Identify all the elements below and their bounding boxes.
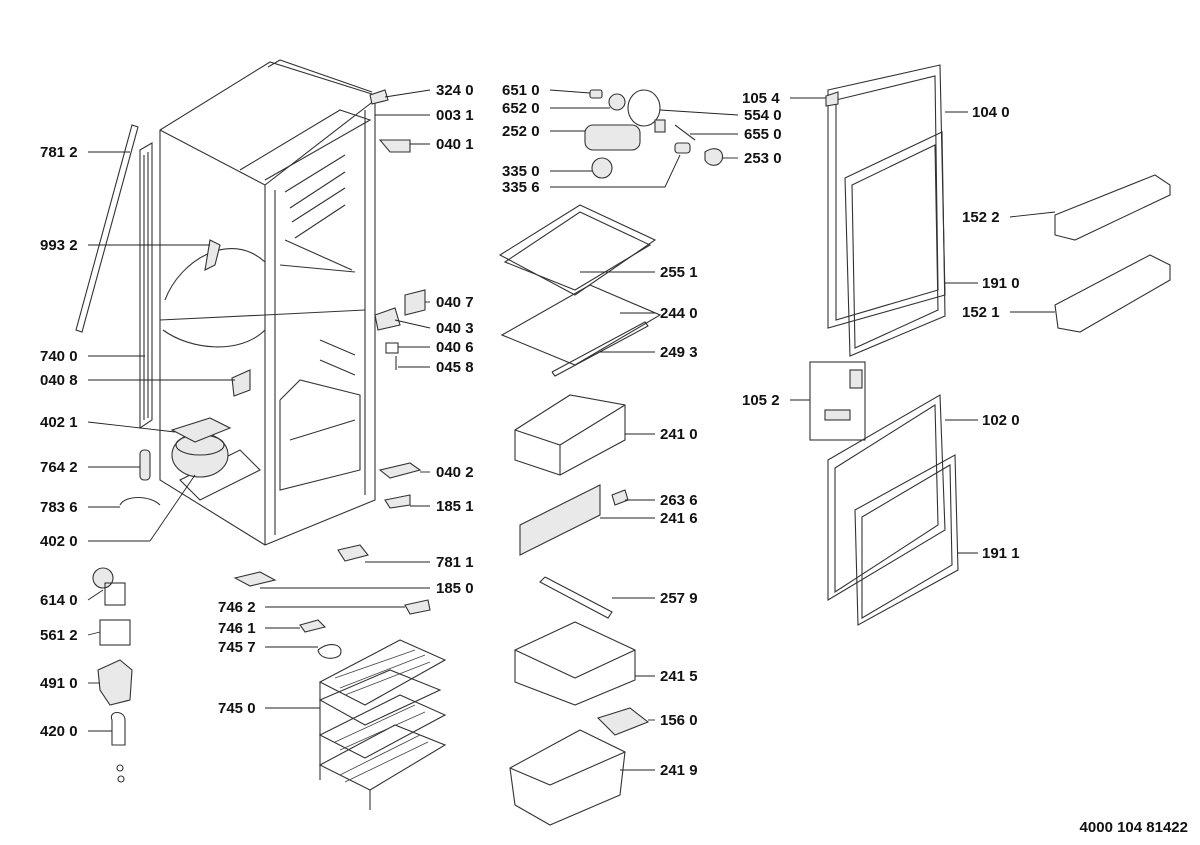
label-993-2: 993 2	[40, 237, 78, 254]
label-491-0: 491 0	[40, 675, 78, 692]
part-labels: 781 2 993 2 740 0 040 8 402 1 764 2 783 …	[40, 82, 1188, 836]
label-252-0: 252 0	[502, 123, 540, 140]
label-104-0: 104 0	[972, 104, 1010, 121]
label-156-0: 156 0	[660, 712, 698, 729]
cabinet-body	[159, 59, 376, 546]
label-420-0: 420 0	[40, 723, 78, 740]
label-651-0: 651 0	[502, 82, 540, 99]
document-number: 4000 104 81422	[1080, 819, 1188, 836]
label-191-0: 191 0	[982, 275, 1020, 292]
leader-lines	[87, 89, 1056, 771]
label-740-0: 740 0	[40, 348, 78, 365]
fridge-door	[825, 64, 946, 357]
control-parts	[584, 89, 724, 179]
label-191-1: 191 1	[982, 545, 1020, 562]
label-263-6: 263 6	[660, 492, 698, 509]
label-040-3: 040 3	[436, 320, 474, 337]
label-003-1: 003 1	[436, 107, 474, 124]
electrical-parts	[92, 567, 133, 783]
label-241-5: 241 5	[660, 668, 698, 685]
label-554-0: 554 0	[744, 107, 782, 124]
label-764-2: 764 2	[40, 459, 78, 476]
label-105-2: 105 2	[742, 392, 780, 409]
crisper-drawers	[509, 394, 650, 826]
hinges-brackets	[204, 89, 431, 659]
label-040-2: 040 2	[436, 464, 474, 481]
label-045-8: 045 8	[436, 359, 474, 376]
label-241-6: 241 6	[660, 510, 698, 527]
label-561-2: 561 2	[40, 627, 78, 644]
label-745-7: 745 7	[218, 639, 256, 656]
label-746-1: 746 1	[218, 620, 256, 637]
label-781-2: 781 2	[40, 144, 78, 161]
label-781-1: 781 1	[436, 554, 474, 571]
label-241-0: 241 0	[660, 426, 698, 443]
label-249-3: 249 3	[660, 344, 698, 361]
label-614-0: 614 0	[40, 592, 78, 609]
label-105-4: 105 4	[742, 90, 780, 107]
label-040-6: 040 6	[436, 339, 474, 356]
label-745-0: 745 0	[218, 700, 256, 717]
label-152-2: 152 2	[962, 209, 1000, 226]
side-strip	[75, 124, 153, 430]
wire-shelves	[318, 639, 447, 810]
label-324-0: 324 0	[436, 82, 474, 99]
label-040-7: 040 7	[436, 294, 474, 311]
label-783-6: 783 6	[40, 499, 78, 516]
label-255-1: 255 1	[660, 264, 698, 281]
label-040-1: 040 1	[436, 136, 474, 153]
door-bins	[1054, 174, 1171, 333]
label-244-0: 244 0	[660, 305, 698, 322]
freezer-door	[809, 361, 959, 626]
label-655-0: 655 0	[744, 126, 782, 143]
label-040-8: 040 8	[40, 372, 78, 389]
label-241-9: 241 9	[660, 762, 698, 779]
compressor	[119, 417, 232, 506]
label-335-6: 335 6	[502, 179, 540, 196]
label-152-1: 152 1	[962, 304, 1000, 321]
label-253-0: 253 0	[744, 150, 782, 167]
label-102-0: 102 0	[982, 412, 1020, 429]
label-402-0: 402 0	[40, 533, 78, 550]
label-402-1: 402 1	[40, 414, 78, 431]
label-185-0: 185 0	[436, 580, 474, 597]
glass-shelves	[498, 204, 662, 377]
label-335-0: 335 0	[502, 163, 540, 180]
label-185-1: 185 1	[436, 498, 474, 515]
label-746-2: 746 2	[218, 599, 256, 616]
label-257-9: 257 9	[660, 590, 698, 607]
label-652-0: 652 0	[502, 100, 540, 117]
